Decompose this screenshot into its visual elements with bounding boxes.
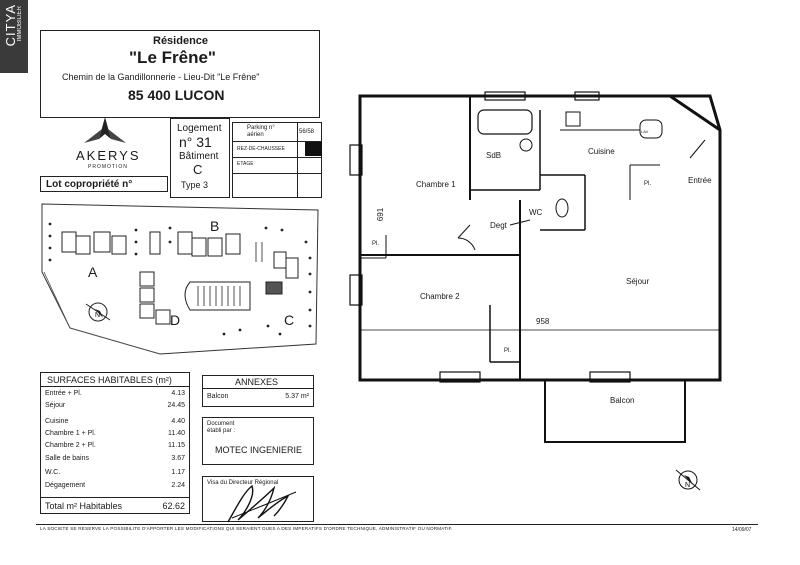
surface-row: Entrée + Pl.4.13 [45, 390, 185, 397]
surfaces-title: SURFACES HABITABLES (m²) [47, 375, 172, 385]
footer-rule [36, 524, 758, 525]
akerys-logo-mark [80, 115, 130, 151]
parking-value: 56/58 [299, 129, 315, 135]
document-author: MOTEC INGENIERIE [215, 445, 303, 455]
logement-number: n° 31 [179, 134, 212, 150]
placard-label: Pl. [644, 181, 652, 187]
residence-address: Chemin de la Gandillonnerie - Lieu-Dit "… [62, 72, 260, 82]
footer-disclaimer: LA SOCIETE SE RESERVE LA POSSIBILITE D'A… [40, 526, 453, 531]
building-d-label: D [170, 312, 181, 328]
room-chambre2-label: Chambre 2 [420, 292, 460, 301]
placard-label: Pl. [372, 241, 380, 247]
residence-label: Résidence [153, 35, 209, 47]
citya-logo: CITYA IMMOBILIER [0, 0, 28, 73]
parking-dark-cell [305, 142, 322, 156]
citya-logo-sub: IMMOBILIER [17, 6, 23, 42]
parking-label: Parking n° aérien [247, 125, 275, 138]
logement-label: Logement [177, 123, 222, 134]
batiment-label: Bâtiment [179, 151, 219, 162]
room-entree-label: Entrée [688, 176, 712, 185]
citya-logo-text: CITYA [3, 4, 18, 47]
signature-mark [222, 478, 302, 526]
developer-sub: PROMOTION [88, 164, 128, 170]
document-label: Document établi par : [207, 421, 236, 434]
building-b-label: B [210, 218, 220, 234]
placard-label: Pl. [504, 348, 512, 354]
surface-row: W.C.1.17 [45, 469, 185, 476]
building-a-label: A [88, 264, 98, 280]
annexes-title: ANNEXES [235, 377, 279, 387]
batiment-value: C [193, 162, 203, 177]
floor-plan: SdB Cuisine Chambre 1 Entrée WC Degt Séj… [340, 90, 760, 490]
document-box: Document établi par : MOTEC INGENIERIE [202, 417, 314, 465]
lot-box: Lot copropriété n° [40, 176, 168, 192]
svg-text:N: N [685, 482, 690, 489]
lave-linge-label: LAV [641, 129, 649, 134]
logement-type: Type 3 [181, 180, 209, 190]
room-balcon-label: Balcon [610, 396, 635, 405]
title-box: Résidence "Le Frêne" Chemin de la Gandil… [40, 30, 320, 118]
parking-box: Parking n° aérien 56/58 REZ-DE-CHAUSSEE … [232, 122, 322, 198]
building-c-label: C [284, 312, 295, 328]
room-wc-label: WC [529, 208, 543, 217]
residence-city: 85 400 LUCON [128, 87, 225, 103]
footer-date: 14/09/07 [732, 527, 752, 533]
site-plan: N A B C D [40, 202, 320, 362]
dimension-691: 691 [376, 207, 386, 222]
lot-label: Lot copropriété n° [46, 179, 133, 190]
surfaces-table: SURFACES HABITABLES (m²) Entrée + Pl.4.1… [40, 372, 190, 514]
surface-row: Chambre 2 + Pl.11.15 [45, 442, 185, 449]
room-cuisine-label: Cuisine [588, 147, 615, 156]
room-chambre1-label: Chambre 1 [416, 180, 456, 189]
parking-row-rdc: REZ-DE-CHAUSSEE [237, 146, 285, 152]
room-sdb-label: SdB [486, 151, 502, 160]
parking-row-etage: ETAGE [237, 161, 254, 167]
logement-box: Logement n° 31 Bâtiment C Type 3 [170, 118, 230, 198]
residence-name: "Le Frêne" [129, 48, 216, 67]
visa-box: Visa du Directeur Régional [202, 476, 314, 522]
developer-name: AKERYS [76, 148, 141, 163]
north-arrow-icon: N [673, 465, 703, 495]
visa-label: Visa du Directeur Régional [207, 480, 279, 486]
room-degt-label: Degt [490, 221, 507, 230]
dimension-958: 958 [536, 317, 550, 326]
surface-row: Chambre 1 + Pl.11.40 [45, 430, 185, 437]
room-sejour-label: Séjour [626, 277, 650, 286]
floor-plan-drawing [349, 91, 722, 490]
svg-text:N: N [95, 312, 100, 319]
